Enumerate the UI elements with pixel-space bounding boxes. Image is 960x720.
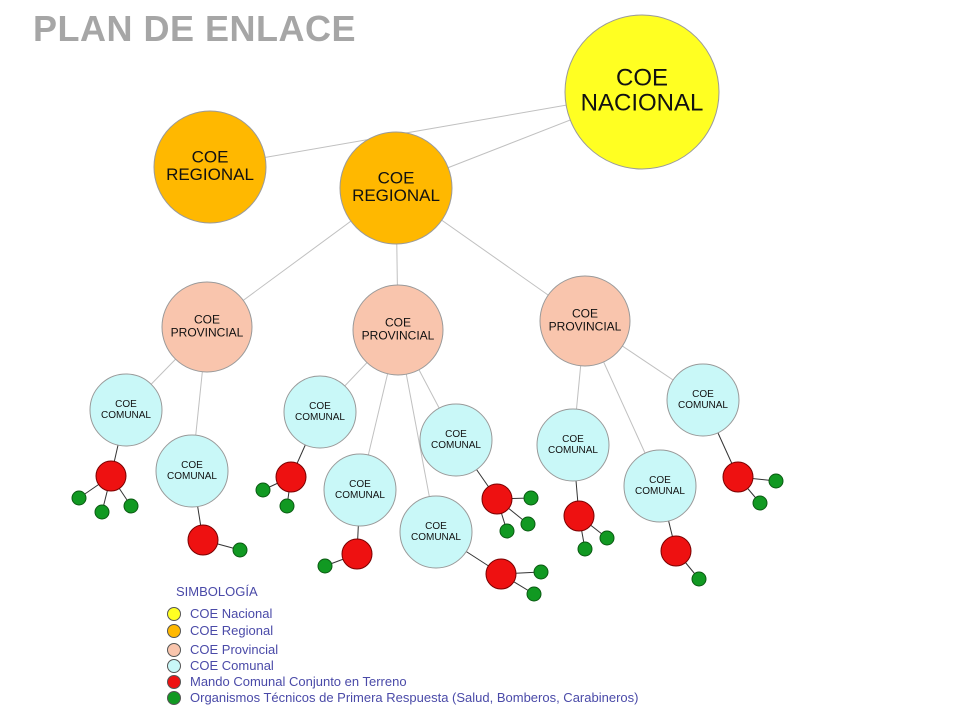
coe-comunal-8-label-line2: COMUNAL <box>635 486 685 497</box>
coe-provincial-2-node <box>352 284 444 376</box>
coe-comunal-1-label-line2: COMUNAL <box>101 410 151 421</box>
mando-node-3 <box>275 461 307 493</box>
coe-regional-1-label-line1: COE <box>192 147 229 166</box>
coe-provincial-2-label-line2: PROVINCIAL <box>362 328 435 342</box>
coe-comunal-6-label-line2: COMUNAL <box>411 532 461 543</box>
coe-comunal-5-label-line2: COMUNAL <box>431 440 481 451</box>
coe-comunal-2-node <box>155 434 229 508</box>
organismo-node-3-1 <box>255 482 271 498</box>
coe-nacional-node <box>564 14 720 170</box>
organismo-node-9-1 <box>768 473 784 489</box>
coe-comunal-6-node <box>399 495 473 569</box>
coe-comunal-8-node <box>623 449 697 523</box>
coe-comunal-1-node <box>89 373 163 447</box>
mando-node-1 <box>95 460 127 492</box>
organismo-node-5-1 <box>523 490 539 506</box>
mando-node-6 <box>485 558 517 590</box>
mando-node-2 <box>187 524 219 556</box>
coe-comunal-3-node <box>283 375 357 449</box>
coe-provincial-3-label-line1: COE <box>572 307 598 321</box>
coe-comunal-5-node <box>419 403 493 477</box>
coe-comunal-8-label-line1: COE <box>649 475 671 486</box>
coe-regional-1-label-line2: REGIONAL <box>166 165 254 184</box>
organismo-node-9-2 <box>752 495 768 511</box>
mando-node-5 <box>481 483 513 515</box>
coe-provincial-2-label-line1: COE <box>385 316 411 330</box>
organismo-node-1-3 <box>123 498 139 514</box>
coe-provincial-1-label-line2: PROVINCIAL <box>171 325 244 339</box>
organismo-node-6-1 <box>533 564 549 580</box>
coe-comunal-9-label-line2: COMUNAL <box>678 400 728 411</box>
coe-comunal-1-label-line1: COE <box>115 399 137 410</box>
coe-provincial-3-label-line2: PROVINCIAL <box>549 319 622 333</box>
coe-comunal-5-label-line1: COE <box>445 429 467 440</box>
organismo-node-1-1 <box>71 490 87 506</box>
coe-provincial-3-node <box>539 275 631 367</box>
coe-regional-2-node <box>339 131 453 245</box>
coe-comunal-9-label-line1: COE <box>692 389 714 400</box>
organismo-node-8-1 <box>691 571 707 587</box>
mando-node-4 <box>341 538 373 570</box>
mando-node-8 <box>660 535 692 567</box>
organismo-node-4-1 <box>317 558 333 574</box>
coe-comunal-2-label-line2: COMUNAL <box>167 471 217 482</box>
organismo-node-7-1 <box>599 530 615 546</box>
organismo-node-5-2 <box>499 523 515 539</box>
coe-nacional-label-line1: COE <box>616 64 668 91</box>
organismo-node-7-2 <box>577 541 593 557</box>
organismo-node-3-2 <box>279 498 295 514</box>
coe-regional-2-label-line2: REGIONAL <box>352 186 440 205</box>
coe-provincial-1-label-line1: COE <box>194 313 220 327</box>
coe-comunal-4-node <box>323 453 397 527</box>
coe-provincial-1-node <box>161 281 253 373</box>
coe-comunal-3-label-line2: COMUNAL <box>295 412 345 423</box>
mando-node-7 <box>563 500 595 532</box>
coe-comunal-7-label-line2: COMUNAL <box>548 445 598 456</box>
coe-comunal-6-label-line1: COE <box>425 521 447 532</box>
coe-comunal-7-label-line1: COE <box>562 434 584 445</box>
organismo-node-5-3 <box>520 516 536 532</box>
page-title: PLAN DE ENLACE <box>33 8 357 49</box>
coe-regional-2-label-line1: COE <box>378 168 415 187</box>
organismo-node-1-2 <box>94 504 110 520</box>
coe-comunal-4-label-line1: COE <box>349 479 371 490</box>
coe-comunal-7-node <box>536 408 610 482</box>
coe-regional-1-node <box>153 110 267 224</box>
coe-comunal-2-label-line1: COE <box>181 460 203 471</box>
organismo-node-2-1 <box>232 542 248 558</box>
coe-comunal-4-label-line2: COMUNAL <box>335 490 385 501</box>
organismo-node-6-2 <box>526 586 542 602</box>
mando-node-9 <box>722 461 754 493</box>
coe-comunal-9-node <box>666 363 740 437</box>
coe-nacional-label-line2: NACIONAL <box>581 90 704 117</box>
coe-comunal-3-label-line1: COE <box>309 401 331 412</box>
